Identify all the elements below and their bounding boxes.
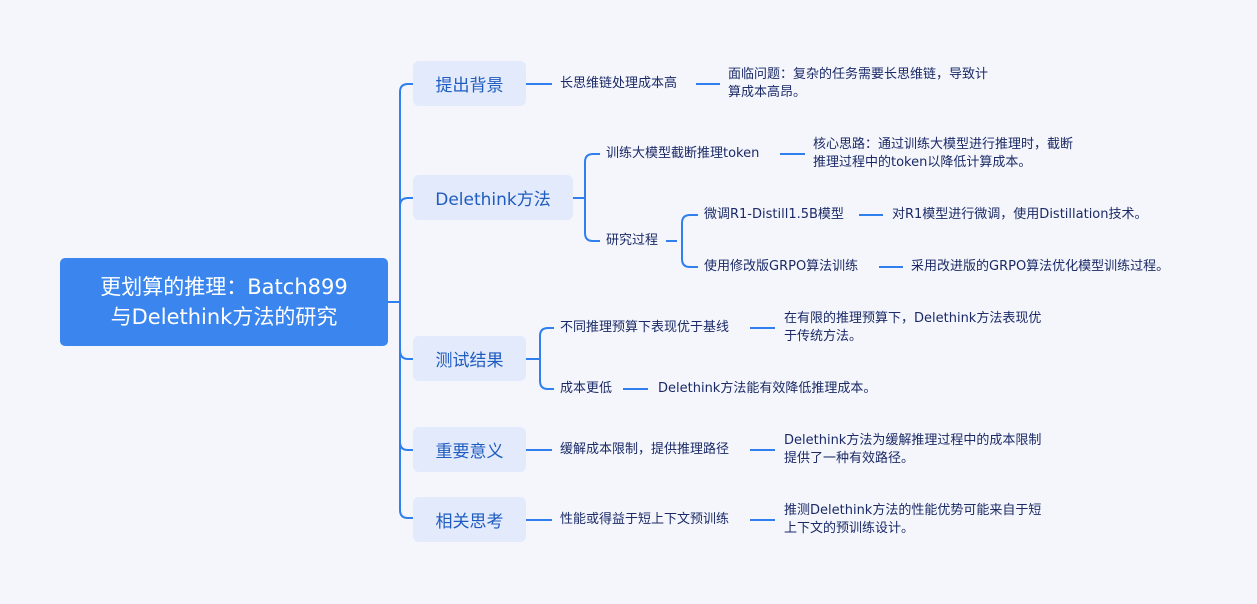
root-title-line2: 与Delethink方法的研究: [110, 305, 338, 329]
topic-beats-baseline[interactable]: 不同推理预算下表现优于基线: [560, 320, 730, 335]
root-topic[interactable]: 更划算的推理：Batch899 与Delethink方法的研究: [60, 258, 388, 346]
detail-note: 在有限的推理预算下，Delethink方法表现优于传统方法。: [784, 310, 1041, 346]
detail-line: 推测Delethink方法的性能优势可能来自于短: [784, 503, 1042, 518]
topic-finetune-r1[interactable]: 微调R1-Distill1.5B模型: [704, 207, 844, 222]
detail-line: 算成本高昂。: [728, 85, 807, 100]
root-title-line1: 更划算的推理：Batch899: [100, 275, 348, 299]
detail-line: 核心思路：通过训练大模型进行推理时，截断: [813, 137, 1074, 152]
topic-lower-cost[interactable]: 成本更低: [560, 381, 613, 396]
detail-note: Delethink方法能有效降低推理成本。: [658, 381, 877, 396]
detail-line: 在有限的推理预算下，Delethink方法表现优: [784, 311, 1042, 326]
branch-background[interactable]: 提出背景: [413, 61, 526, 106]
detail-note: 推测Delethink方法的性能优势可能来自于短上下文的预训练设计。: [784, 502, 1041, 538]
topic-truncate-token[interactable]: 训练大模型截断推理token: [606, 146, 760, 161]
branch-significance[interactable]: 重要意义: [413, 427, 526, 472]
topic-short-context-pretrain[interactable]: 性能或得益于短上下文预训练: [560, 512, 730, 527]
detail-line: 提供了一种有效路径。: [784, 451, 915, 466]
detail-note: 核心思路：通过训练大模型进行推理时，截断推理过程中的token以降低计算成本。: [813, 136, 1073, 172]
detail-line: 于传统方法。: [784, 329, 863, 344]
detail-note: Delethink方法为缓解推理过程中的成本限制提供了一种有效路径。: [784, 432, 1041, 468]
detail-note: 采用改进版的GRPO算法优化模型训练过程。: [911, 259, 1170, 274]
topic-long-cot-cost[interactable]: 长思维链处理成本高: [560, 76, 678, 91]
detail-line: 推理过程中的token以降低计算成本。: [813, 155, 1032, 170]
topic-relieve-cost[interactable]: 缓解成本限制，提供推理路径: [560, 442, 730, 457]
detail-line: 面临问题：复杂的任务需要长思维链，导致计: [728, 67, 989, 82]
topic-research-process[interactable]: 研究过程: [606, 233, 659, 248]
detail-line: 上下文的预训练设计。: [784, 521, 915, 536]
branch-related-thoughts[interactable]: 相关思考: [413, 497, 526, 542]
topic-grpo-training[interactable]: 使用修改版GRPO算法训练: [704, 259, 859, 274]
detail-note: 面临问题：复杂的任务需要长思维链，导致计算成本高昂。: [728, 66, 988, 102]
branch-delethink-method[interactable]: Delethink方法: [413, 175, 573, 220]
detail-note: 对R1模型进行微调，使用Distillation技术。: [892, 207, 1148, 222]
branch-test-results[interactable]: 测试结果: [413, 336, 526, 381]
detail-line: Delethink方法为缓解推理过程中的成本限制: [784, 433, 1042, 448]
